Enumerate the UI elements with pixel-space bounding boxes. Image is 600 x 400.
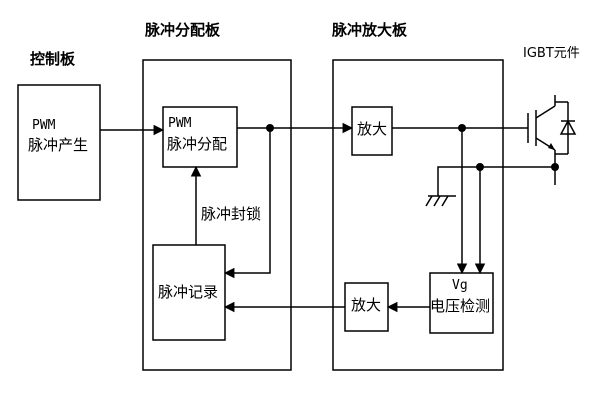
pwm-dist-line2: 脉冲分配	[167, 135, 228, 153]
igbt-element-title: IGBT元件	[523, 46, 580, 61]
igbt-symbol	[527, 95, 577, 185]
pwm-gen-line1: PWM	[32, 118, 56, 133]
amp-top-label: 放大	[357, 120, 388, 138]
control-board-outline	[17, 84, 101, 201]
vg-detect-line2: 电压检测	[430, 297, 491, 315]
ground-symbol	[425, 195, 456, 207]
pulse-amp-board-outline	[332, 59, 504, 371]
pulse-amp-board-title: 脉冲放大板	[332, 21, 408, 39]
junction-dots	[266, 124, 559, 171]
pulse-record-block	[152, 244, 226, 341]
pulse-record-label: 脉冲记录	[158, 283, 219, 301]
pulse-dist-board-title: 脉冲分配板	[145, 21, 221, 39]
dist-to-record-arrow	[223, 128, 271, 279]
amp-bottom-label: 放大	[351, 296, 382, 314]
control-board-title: 控制板	[30, 50, 76, 68]
vg-detect-line1: Vg	[452, 278, 468, 293]
pwm-dist-line1: PWM	[168, 116, 192, 131]
ground-wire	[437, 166, 555, 196]
pulse-dist-board-outline	[142, 59, 292, 371]
pwm-gen-line2: 脉冲产生	[28, 136, 89, 154]
igbt-emitter-arrowhead	[548, 143, 555, 150]
pulse-lock-label: 脉冲封锁	[201, 205, 262, 223]
